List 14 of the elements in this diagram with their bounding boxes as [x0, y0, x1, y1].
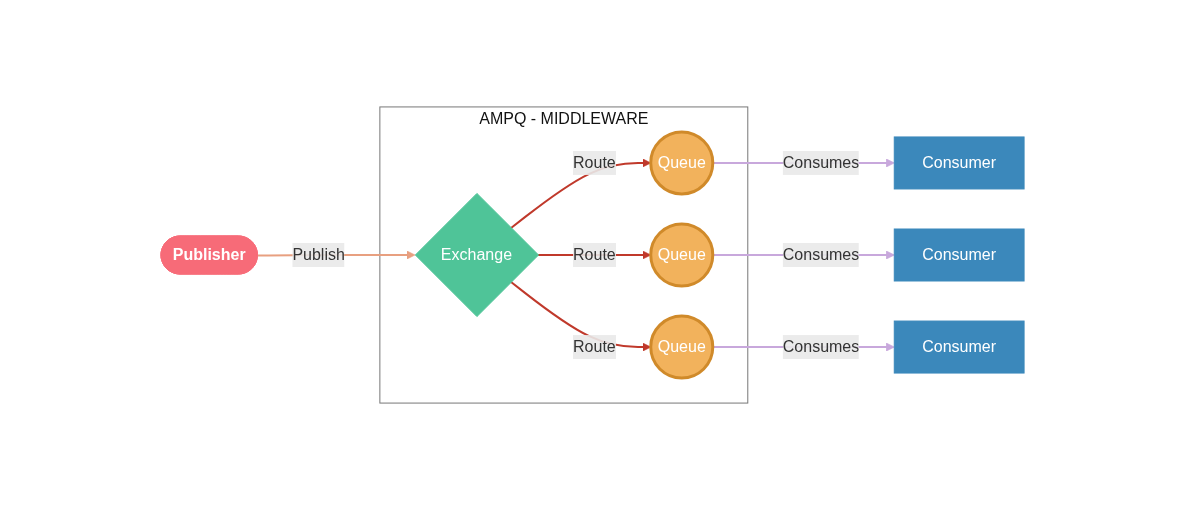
edge-label: Consumes — [783, 337, 860, 355]
node-box: Consumer — [894, 135, 1026, 189]
edge-label: Route — [573, 153, 617, 171]
node-diamond: Exchange — [415, 192, 540, 317]
edge-label: Route — [573, 245, 617, 263]
node-circle: Queue — [649, 129, 715, 195]
edge-label: Consumes — [783, 245, 860, 263]
edge-label: Consumes — [783, 153, 860, 171]
node-circle: Queue — [649, 314, 715, 380]
node-box: Consumer — [894, 228, 1026, 281]
edge-label: Publish — [292, 245, 346, 263]
node-box: Consumer — [894, 320, 1026, 374]
edge-label: Route — [573, 337, 617, 355]
node-circle: Queue — [649, 222, 715, 287]
